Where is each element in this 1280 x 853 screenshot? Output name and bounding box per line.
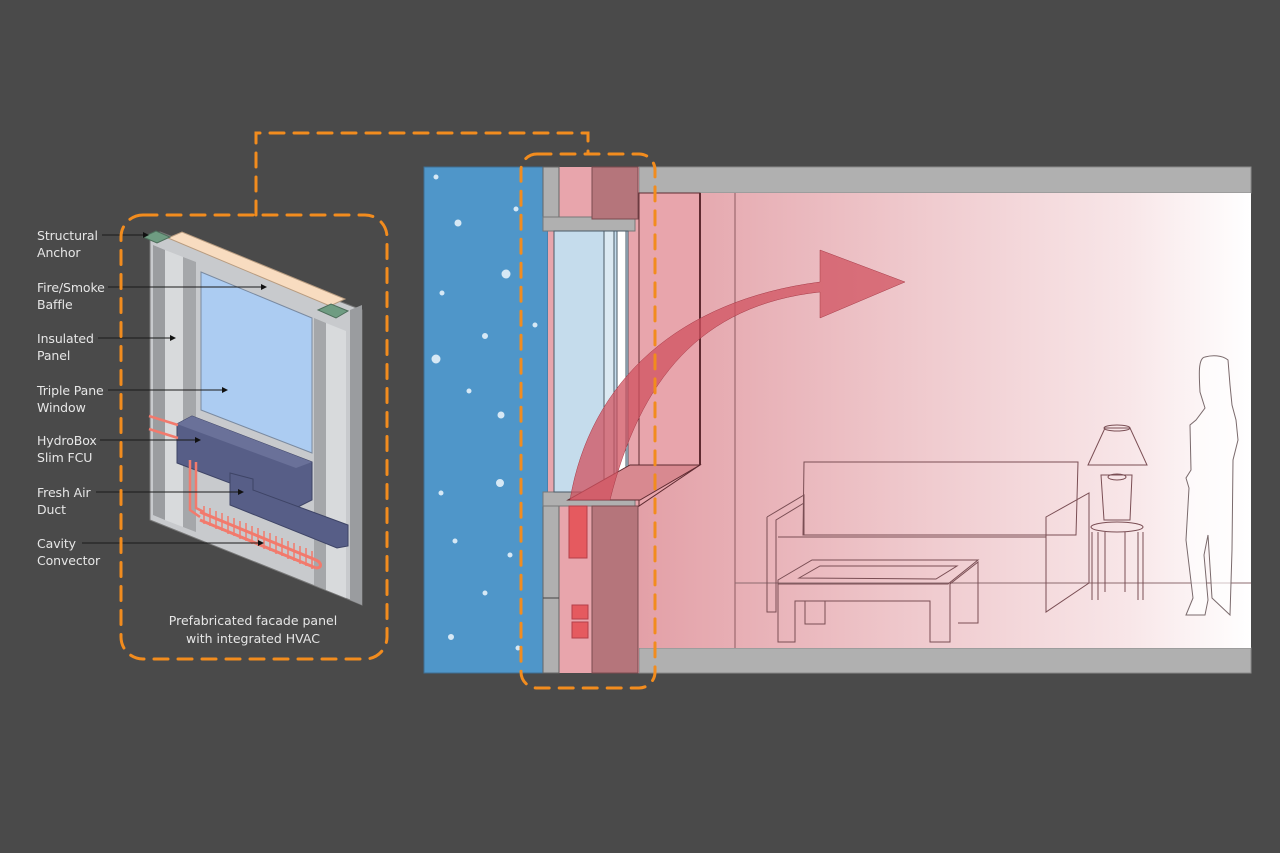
label-fire-smoke-baffle: Fire/Smoke Baffle xyxy=(37,280,105,312)
label-hydrobox-fcu: HydroBox Slim FCU xyxy=(37,433,97,465)
exterior-cladding-top xyxy=(542,166,560,218)
label-insulated-panel: Insulated Panel xyxy=(37,331,94,363)
warm-air-arrow xyxy=(569,249,906,501)
interior-room xyxy=(639,193,1251,648)
label-triple-pane-window: Triple Pane Window xyxy=(37,383,104,415)
label-structural-anchor: Structural Anchor xyxy=(37,228,98,260)
structural-anchor-top xyxy=(141,230,172,244)
structural-column xyxy=(591,166,639,220)
side-table-with-lamp xyxy=(1087,424,1148,600)
lower-floor-slab xyxy=(638,647,1252,674)
exterior-cladding-bottom xyxy=(542,492,560,674)
coffee-table xyxy=(777,559,980,643)
snowflake-icons xyxy=(431,174,538,651)
panel-caption: Prefabricated facade panel with integrat… xyxy=(168,613,338,646)
highlight-dashed-outlines xyxy=(119,131,657,690)
standing-person-silhouette xyxy=(1185,355,1239,617)
highlight-connector xyxy=(254,131,590,217)
upper-floor-slab xyxy=(638,166,1252,194)
hydronic-pipes xyxy=(148,414,205,519)
structural-anchor-right xyxy=(316,303,350,319)
fresh-air-duct xyxy=(229,472,349,549)
panel-detail-highlight xyxy=(119,213,389,661)
label-fresh-air-duct: Fresh Air Duct xyxy=(37,485,91,517)
prefab-panel-isometric xyxy=(141,230,363,606)
section-view xyxy=(423,166,1252,674)
convector-fins xyxy=(203,506,313,569)
sofa xyxy=(766,461,1090,613)
exterior-cold-zone xyxy=(423,166,549,674)
panel-window-glass xyxy=(200,271,313,454)
fcu-section xyxy=(568,505,588,559)
convector-section xyxy=(571,604,589,639)
label-cavity-convector: Cavity Convector xyxy=(37,536,101,568)
